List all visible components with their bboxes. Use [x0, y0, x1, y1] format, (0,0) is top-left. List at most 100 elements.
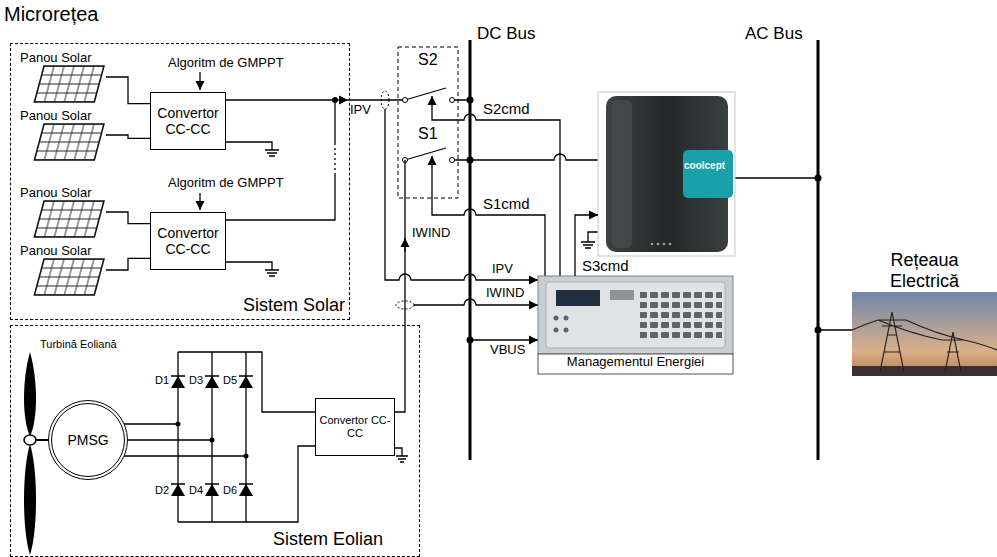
diode-label: D2	[155, 484, 169, 497]
junction-dot	[467, 337, 474, 344]
diode-symbol	[239, 484, 253, 496]
solar-panel: Panou Solar	[18, 106, 106, 164]
signal-wiring	[385, 109, 538, 280]
junction-dot	[244, 454, 249, 459]
signal-name: IPV	[492, 262, 513, 277]
solar-panel: Panou Solar	[18, 183, 106, 241]
solar-wiring	[199, 193, 200, 210]
connector	[106, 77, 150, 104]
inverter-picture	[683, 150, 733, 198]
node-label: Sistem Eolian	[273, 529, 383, 550]
dc-dc-converter: Convertor CC-CC	[315, 398, 395, 456]
inverter-picture	[669, 243, 672, 246]
signal-wiring	[432, 96, 560, 276]
solar-panel-grid	[34, 124, 104, 160]
power-grid-picture	[852, 312, 997, 372]
signal-wiring	[818, 329, 852, 330]
signal-name: IPV	[350, 103, 371, 118]
diode-symbol	[171, 376, 253, 496]
junction-dot	[467, 97, 822, 344]
solar-panel: Panou Solar	[18, 48, 106, 106]
inverter-picture	[651, 243, 654, 246]
part-name: Turbină Eoliană	[40, 338, 117, 351]
solar-wiring	[226, 262, 279, 276]
inverter: coolcept	[598, 92, 735, 256]
diode-bridge	[124, 424, 246, 456]
solar-wiring	[200, 72, 405, 276]
signal-name: S1cmd	[483, 195, 530, 212]
power-grid-picture	[852, 366, 997, 376]
diode-label: D5	[223, 374, 237, 387]
energy-management-picture	[564, 328, 569, 333]
junction-dot	[467, 97, 474, 104]
diode-symbol	[205, 376, 219, 388]
junction-dot	[210, 438, 215, 443]
signal-name: IWIND	[412, 226, 450, 241]
junction-dot	[176, 422, 249, 459]
power-grid-picture	[852, 292, 997, 376]
wind-turbine	[24, 352, 36, 436]
node-label: PMSG	[67, 432, 108, 448]
energy-management-picture	[538, 276, 733, 374]
solar-panel-grid	[34, 259, 104, 295]
junction-dot	[176, 422, 181, 427]
solar-panel-grid	[34, 259, 104, 295]
switch-group	[398, 47, 470, 198]
switch-group	[405, 88, 470, 100]
wind-turbine	[24, 435, 36, 445]
diode-symbol	[171, 376, 185, 388]
node-label: Panou Solar	[20, 109, 92, 124]
diode-symbol	[205, 484, 219, 496]
diagram-title: Microrețea	[4, 3, 98, 26]
switch-group	[398, 47, 458, 198]
energy-management-picture	[538, 354, 733, 374]
wind-turbine	[36, 439, 48, 441]
connector	[106, 212, 150, 224]
generator-circle: PMSG	[48, 400, 128, 480]
bus-label: DC Bus	[477, 24, 536, 44]
signal-name: S2cmd	[483, 100, 530, 117]
switch-group	[405, 148, 470, 160]
signal-wiring	[404, 238, 405, 252]
diode-label: D3	[189, 374, 203, 387]
algorithm-label: Algoritm de GMPPT	[168, 56, 284, 71]
solar-panel-grid	[34, 124, 104, 160]
node-label: Panou Solar	[20, 244, 92, 259]
inverter-picture	[598, 92, 735, 256]
energy-management-unit: Managementul Energiei	[538, 276, 739, 374]
energy-management-picture	[610, 290, 634, 300]
diode-bridge	[395, 448, 408, 462]
node-label: coolcept	[684, 160, 725, 172]
switch-name: S1	[418, 125, 438, 143]
diode-bridge	[171, 376, 253, 484]
node-label: Convertor CC-CC	[154, 105, 222, 137]
switch-group	[403, 98, 408, 103]
dc-dc-converter: Convertor CC-CC	[150, 212, 226, 270]
diode-bridge	[178, 352, 246, 522]
wind-turbine	[24, 352, 48, 555]
solar-wiring	[334, 145, 335, 175]
signal-wiring	[395, 160, 405, 412]
signal-wiring	[735, 177, 818, 178]
current-sensor	[396, 301, 414, 309]
solar-panel-grid	[34, 201, 104, 237]
diode-label: D1	[155, 374, 169, 387]
node-label: Panou Solar	[20, 51, 92, 66]
inverter-picture	[612, 100, 632, 248]
solar-wiring	[226, 142, 279, 156]
system-region: Sistem Eolian PMSG Convertor CC-CC	[10, 325, 420, 557]
junction-dot	[467, 157, 474, 164]
diode-label: D4	[189, 484, 203, 497]
energy-management-picture	[538, 276, 733, 354]
inverter-picture	[657, 243, 660, 246]
diode-label: D6	[223, 484, 237, 497]
energy-management-picture	[546, 282, 725, 348]
signal-name: IWIND	[486, 286, 524, 301]
inverter-picture	[598, 92, 735, 256]
solar-wiring	[226, 99, 335, 100]
connector	[106, 135, 150, 138]
signal-wiring	[470, 154, 598, 160]
signal-wiring	[470, 339, 538, 340]
